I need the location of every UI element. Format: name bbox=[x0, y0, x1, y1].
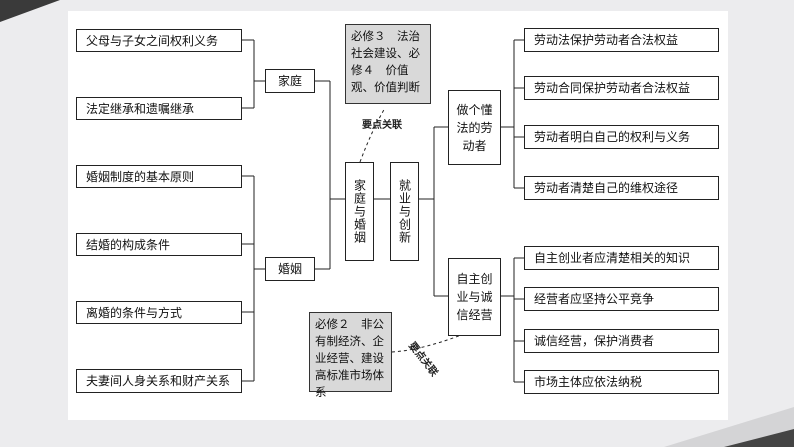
leaf-entrepreneur-knowledge: 自主创业者应清楚相关的知识 bbox=[524, 246, 719, 270]
leaf-fair-competition: 经营者应坚持公平竞争 bbox=[524, 287, 719, 311]
leaf-worker-remedies: 劳动者清楚自己的维权途径 bbox=[524, 176, 719, 200]
leaf-divorce: 离婚的条件与方式 bbox=[76, 301, 242, 324]
leaf-inheritance: 法定继承和遗嘱继承 bbox=[76, 97, 242, 120]
leaf-marriage-principles: 婚姻制度的基本原则 bbox=[76, 165, 242, 188]
group-entrepreneurship: 自主创业与诚信经营 bbox=[448, 258, 501, 336]
center-employment-innovation: 就业与创新 bbox=[390, 162, 419, 261]
decor-dark-stripe-top-left bbox=[0, 0, 60, 22]
leaf-parent-child-rights: 父母与子女之间权利义务 bbox=[76, 29, 242, 52]
group-family: 家庭 bbox=[265, 69, 315, 93]
leaf-labor-contract: 劳动合同保护劳动者合法权益 bbox=[524, 76, 719, 100]
center-family-marriage: 家庭与婚姻 bbox=[345, 162, 374, 261]
leaf-pay-taxes: 市场主体应依法纳税 bbox=[524, 370, 719, 394]
reference-box-top: 必修３ 法治社会建设、必修４ 价值观、价值判断 bbox=[345, 24, 431, 104]
relation-label-top: 要点关联 bbox=[362, 120, 402, 131]
leaf-spouse-relations: 夫妻间人身关系和财产关系 bbox=[76, 369, 242, 393]
leaf-labor-law: 劳动法保护劳动者合法权益 bbox=[524, 28, 719, 52]
leaf-worker-rights: 劳动者明白自己的权利与义务 bbox=[524, 125, 719, 149]
group-marriage: 婚姻 bbox=[265, 257, 315, 281]
group-law-abiding-worker: 做个懂法的劳动者 bbox=[448, 90, 501, 165]
leaf-honest-business: 诚信经营，保护消费者 bbox=[524, 329, 719, 353]
decor-dark-stripe-bottom-right bbox=[724, 429, 794, 447]
reference-box-bottom: 必修２ 非公有制经济、企业经营、建设高标准市场体系 bbox=[309, 312, 392, 399]
leaf-marriage-conditions: 结婚的构成条件 bbox=[76, 233, 242, 256]
